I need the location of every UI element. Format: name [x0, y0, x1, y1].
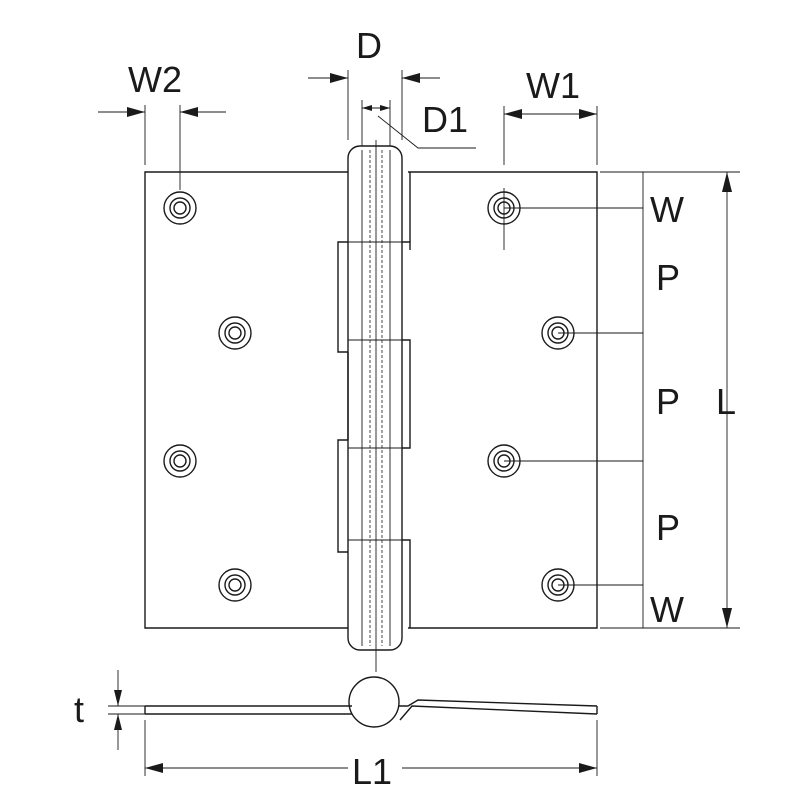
label-d1: D1 — [422, 99, 468, 140]
label-l1: L1 — [352, 751, 392, 792]
l1-dimension — [144, 720, 598, 776]
pitch-extension-lines — [503, 171, 740, 629]
label-w-top: W — [650, 189, 684, 230]
l-dimension — [722, 172, 732, 628]
left-leaf — [144, 171, 348, 629]
right-leaf — [408, 171, 598, 629]
t-dimension — [108, 670, 145, 750]
hole-left-1 — [163, 191, 197, 225]
label-w2: W2 — [128, 59, 182, 100]
label-d: D — [356, 25, 382, 66]
label-w-bottom: W — [650, 589, 684, 630]
w1-dimension — [503, 106, 598, 165]
hole-left-2 — [218, 316, 252, 350]
label-t: t — [74, 689, 84, 730]
w2-dimension — [98, 105, 226, 190]
d1-dimension — [361, 100, 476, 149]
label-p-3: P — [656, 507, 680, 548]
d-dimension — [308, 70, 440, 140]
label-p-2: P — [656, 381, 680, 422]
hinge-knuckle — [337, 140, 411, 672]
label-l: L — [716, 381, 736, 422]
hole-left-3 — [163, 444, 197, 478]
hole-left-4 — [218, 568, 252, 602]
label-w1: W1 — [526, 65, 580, 106]
side-view — [144, 676, 598, 728]
label-p-1: P — [656, 257, 680, 298]
